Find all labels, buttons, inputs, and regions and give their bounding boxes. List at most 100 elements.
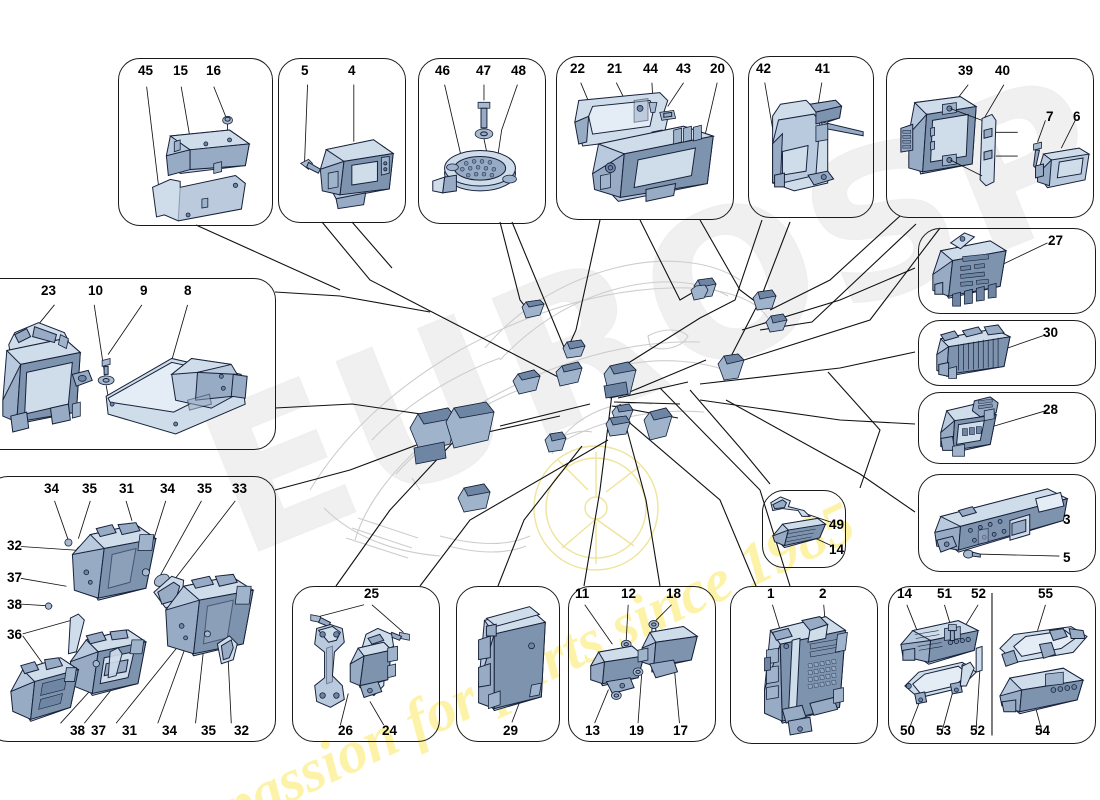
callout-51: 51 bbox=[937, 586, 953, 601]
panel-27 bbox=[918, 228, 1096, 314]
panel-46-47-48-art bbox=[432, 84, 518, 194]
panel-bottom-left-art bbox=[10, 500, 255, 724]
callout-1: 1 bbox=[767, 586, 775, 601]
callout-52b: 52 bbox=[970, 723, 986, 738]
panel-27-art bbox=[932, 232, 1048, 307]
panel-11-12-18-13-19-17 bbox=[568, 586, 716, 742]
callout-43: 43 bbox=[676, 61, 692, 76]
callout-3: 3 bbox=[1063, 512, 1071, 527]
callout-6: 6 bbox=[1073, 109, 1081, 124]
panel-28-art bbox=[940, 396, 1046, 457]
panel-30-art bbox=[936, 324, 1046, 379]
callout-9: 9 bbox=[140, 283, 148, 298]
callout-37b: 37 bbox=[91, 723, 107, 738]
callout-35b: 35 bbox=[197, 481, 213, 496]
panel-39-40-7-6-art bbox=[900, 84, 1091, 189]
callout-38a: 38 bbox=[7, 597, 23, 612]
panel-22-21-44-43-20 bbox=[556, 56, 734, 220]
callout-40: 40 bbox=[995, 63, 1011, 78]
callout-33: 33 bbox=[232, 481, 248, 496]
callout-4: 4 bbox=[348, 63, 356, 78]
callout-14a: 14 bbox=[897, 586, 913, 601]
callout-7: 7 bbox=[1046, 109, 1054, 124]
panel-49-14 bbox=[762, 490, 846, 568]
panel-fusebox-art bbox=[764, 604, 848, 736]
panel-39-40-7-6 bbox=[886, 58, 1094, 218]
callout-26: 26 bbox=[338, 723, 354, 738]
callout-34c: 34 bbox=[162, 723, 178, 738]
callout-49: 49 bbox=[829, 517, 845, 532]
callout-28: 28 bbox=[1043, 402, 1059, 417]
callout-24: 24 bbox=[382, 723, 398, 738]
callout-46: 46 bbox=[435, 63, 451, 78]
callout-45: 45 bbox=[138, 63, 154, 78]
callout-35c: 35 bbox=[201, 723, 217, 738]
callout-2: 2 bbox=[819, 586, 827, 601]
panel-23-10-9-8-art bbox=[2, 304, 248, 435]
panel-34-35-31-33-32-37-38-36 bbox=[0, 476, 276, 742]
callout-25: 25 bbox=[364, 586, 380, 601]
callout-52a: 52 bbox=[971, 586, 987, 601]
callout-42: 42 bbox=[756, 61, 772, 76]
callout-5: 5 bbox=[301, 63, 309, 78]
callout-47: 47 bbox=[476, 63, 492, 78]
callout-17: 17 bbox=[673, 723, 689, 738]
callout-32b: 32 bbox=[234, 723, 250, 738]
panel-45-15-16-art bbox=[146, 86, 251, 222]
callout-48: 48 bbox=[511, 63, 527, 78]
panel-5-4-art bbox=[299, 84, 395, 210]
panel-relays-art bbox=[584, 604, 699, 724]
panel-3-5 bbox=[918, 474, 1096, 572]
callout-31a: 31 bbox=[119, 481, 135, 496]
panel-42-41-art bbox=[764, 82, 864, 192]
callout-19: 19 bbox=[629, 723, 645, 738]
panel-23-10-9-8 bbox=[0, 278, 276, 450]
callout-54: 54 bbox=[1035, 723, 1051, 738]
callout-41: 41 bbox=[815, 61, 831, 76]
panel-45-15-16 bbox=[118, 58, 273, 226]
callout-15: 15 bbox=[173, 63, 189, 78]
vehicle-ghost-outline bbox=[309, 260, 769, 571]
callout-50: 50 bbox=[900, 723, 916, 738]
callout-16: 16 bbox=[206, 63, 222, 78]
panel-14-51-52-50-53-55-54 bbox=[888, 586, 1096, 744]
panel-3-5-art bbox=[934, 488, 1069, 559]
callout-11: 11 bbox=[575, 586, 590, 601]
panel-30 bbox=[918, 320, 1096, 386]
panel-5-4 bbox=[278, 58, 406, 223]
panel-1-2 bbox=[730, 586, 878, 744]
panel-42-41 bbox=[748, 56, 874, 218]
callout-55: 55 bbox=[1038, 586, 1054, 601]
panel-25-26-24-art bbox=[310, 604, 410, 726]
panel-22-21-44-43-20-art bbox=[574, 82, 718, 202]
callout-38b: 38 bbox=[70, 723, 86, 738]
car-component-marker-group bbox=[409, 277, 788, 513]
callout-20: 20 bbox=[710, 61, 726, 76]
callout-53: 53 bbox=[936, 723, 952, 738]
panel-49-14-art bbox=[770, 496, 832, 549]
callout-37a: 37 bbox=[7, 570, 23, 585]
callout-5b: 5 bbox=[1063, 550, 1071, 565]
callout-39: 39 bbox=[958, 63, 974, 78]
callout-32a: 32 bbox=[7, 538, 23, 553]
callout-22: 22 bbox=[570, 61, 586, 76]
callout-34a: 34 bbox=[44, 481, 60, 496]
callout-27: 27 bbox=[1048, 233, 1064, 248]
callout-12: 12 bbox=[621, 586, 637, 601]
callout-36: 36 bbox=[7, 627, 23, 642]
callout-23: 23 bbox=[41, 283, 57, 298]
callout-14b: 14 bbox=[829, 542, 845, 557]
callout-8: 8 bbox=[184, 283, 192, 298]
callout-30: 30 bbox=[1043, 325, 1059, 340]
callout-34b: 34 bbox=[160, 481, 176, 496]
callout-35a: 35 bbox=[82, 481, 98, 496]
callout-29: 29 bbox=[503, 723, 519, 738]
callout-10: 10 bbox=[88, 283, 104, 298]
panel-29 bbox=[456, 586, 560, 742]
callout-18: 18 bbox=[666, 586, 682, 601]
panel-28 bbox=[918, 392, 1096, 464]
callout-13: 13 bbox=[585, 723, 601, 738]
callout-44: 44 bbox=[643, 61, 659, 76]
panel-29-art bbox=[478, 606, 547, 723]
